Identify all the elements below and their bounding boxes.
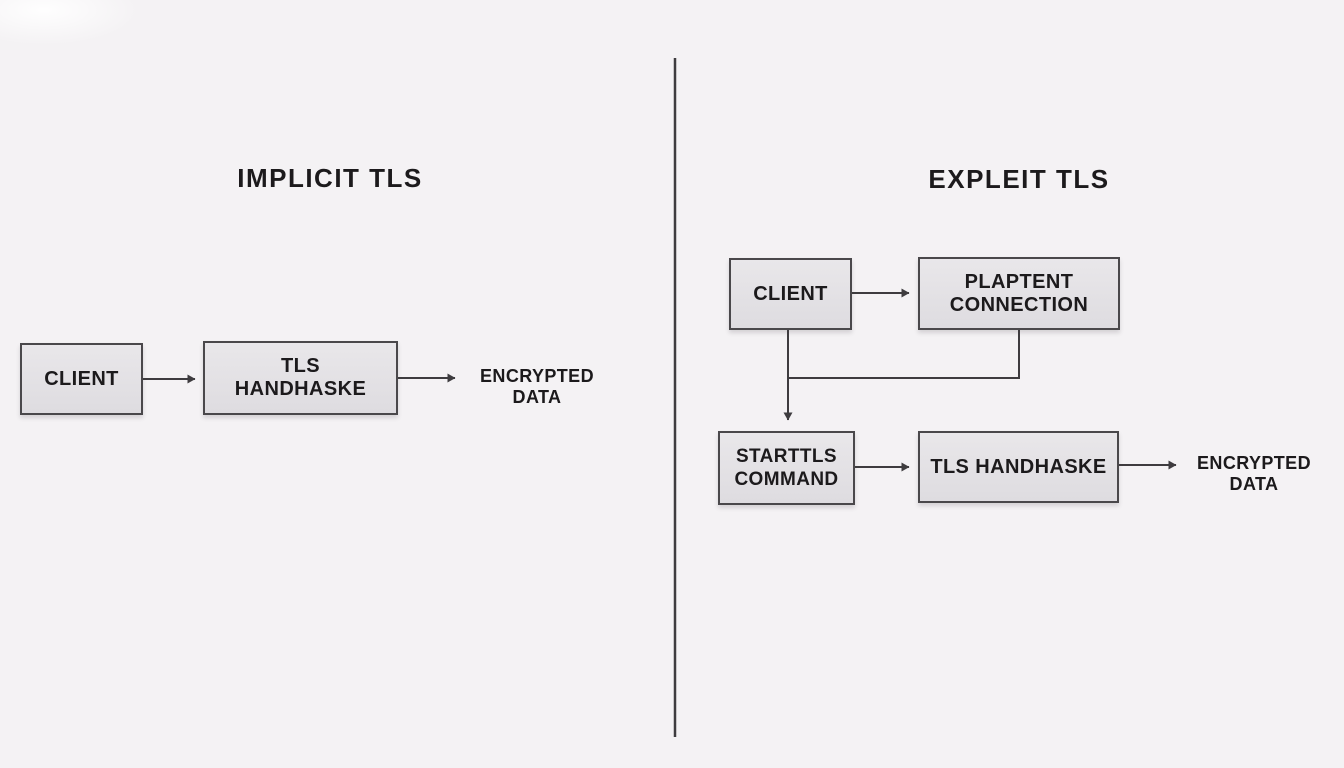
encrypted-data-label-explicit: ENCRYPTED DATA bbox=[1197, 453, 1311, 495]
node-label-line2: CONNECTION bbox=[949, 293, 1089, 316]
node-client-implicit: CLIENT bbox=[20, 343, 143, 415]
node-label: CLIENT bbox=[753, 282, 828, 305]
node-label-line2: HANDHASKE bbox=[234, 378, 367, 400]
node-label-line2: COMMAND bbox=[734, 469, 839, 490]
encrypted-data-label-implicit: ENCRYPTED DATA bbox=[480, 366, 594, 408]
section-title-implicit-tls: IMPLICIT TLS bbox=[237, 163, 423, 193]
node-label-line1: STARTTLS bbox=[735, 446, 837, 467]
result-line1: ENCRYPTED bbox=[1197, 453, 1311, 473]
node-label: CLIENT bbox=[44, 367, 119, 390]
node-starttls-command: STARTTLS COMMAND bbox=[718, 431, 855, 505]
node-client-explicit: CLIENT bbox=[729, 258, 852, 330]
node-label-line1: TLS bbox=[281, 355, 320, 377]
section-title-explicit-tls: EXPLEIT TLS bbox=[928, 164, 1110, 194]
result-line1: ENCRYPTED bbox=[480, 366, 594, 386]
node-tls-handshake-explicit: TLS HANDHASKE bbox=[918, 431, 1119, 503]
result-line2: DATA bbox=[512, 387, 562, 407]
node-label-line1: PLAPTENT bbox=[964, 270, 1074, 293]
result-line2: DATA bbox=[1229, 474, 1279, 494]
node-tls-handshake-implicit: TLS HANDHASKE bbox=[203, 341, 398, 415]
wire-plaintext-feedback bbox=[789, 330, 1020, 379]
node-plaintext-connection: PLAPTENT CONNECTION bbox=[918, 257, 1120, 330]
node-label: TLS HANDHASKE bbox=[930, 455, 1107, 478]
